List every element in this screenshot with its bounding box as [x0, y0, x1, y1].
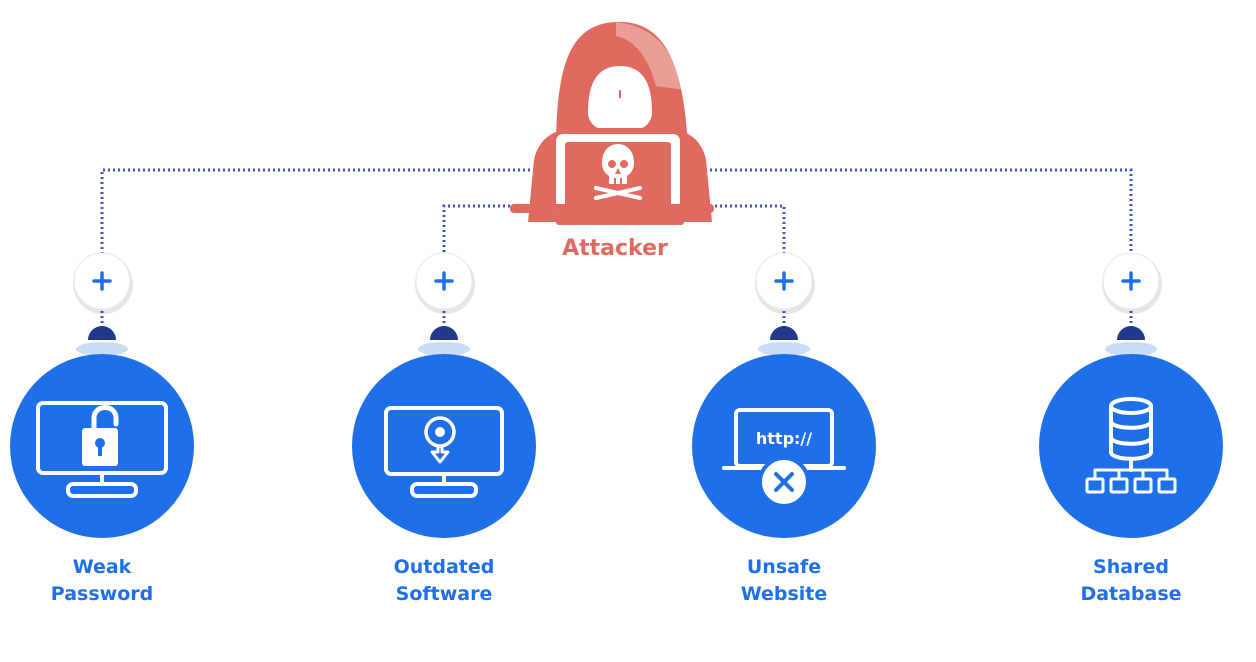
http-text: http:// — [756, 429, 812, 448]
node-label-line2: Software — [395, 583, 493, 605]
knob-halo — [758, 342, 810, 356]
node-label-line2: Website — [740, 583, 828, 605]
connector-shared-database — [700, 168, 1133, 256]
expand-button-unsafe-website[interactable] — [755, 252, 815, 314]
expand-button-outdated-software[interactable] — [415, 252, 475, 314]
node-label-line1: Unsafe — [746, 556, 822, 578]
node-label-unsafe-website: Unsafe Website — [684, 554, 884, 608]
plus-icon — [774, 271, 794, 291]
plus-icon — [1121, 271, 1141, 291]
expand-button-shared-database[interactable] — [1102, 252, 1162, 314]
node-circle — [692, 354, 876, 538]
expand-button-weak-password[interactable] — [73, 252, 133, 314]
attacker-icon — [510, 21, 714, 225]
node-label-shared-database: Shared Database — [1031, 554, 1231, 608]
connector-knob — [1117, 326, 1145, 340]
plus-icon — [434, 271, 454, 291]
node-unsafe-website: http:// — [692, 252, 876, 538]
node-label-line1: Outdated — [393, 556, 495, 578]
node-label-line2: Password — [50, 583, 154, 605]
database-network-icon — [1085, 397, 1177, 494]
connector-knob — [430, 326, 458, 340]
knob-halo — [1105, 342, 1157, 356]
node-circle — [1039, 354, 1223, 538]
unlocked-padlock-monitor-icon — [36, 401, 168, 498]
connector-unsafe-website — [710, 204, 786, 256]
node-shared-database — [1039, 252, 1223, 538]
node-weak-password — [10, 252, 194, 538]
connector-weak-password — [100, 168, 540, 256]
node-label-line1: Shared — [1093, 556, 1169, 578]
node-label-line1: Weak — [72, 556, 132, 578]
connector-outdated-software — [442, 204, 520, 256]
skull-icon — [594, 144, 642, 200]
node-outdated-software — [352, 252, 536, 538]
insecure-http-laptop-icon: http:// — [722, 408, 846, 508]
connector-knob — [770, 326, 798, 340]
knob-halo — [418, 342, 470, 356]
node-label-weak-password: Weak Password — [2, 554, 202, 608]
knob-halo — [76, 342, 128, 356]
attacker-label: Attacker — [562, 236, 668, 261]
download-update-monitor-icon — [384, 406, 504, 498]
plus-icon — [92, 271, 112, 291]
connector-knob — [88, 326, 116, 340]
node-label-outdated-software: Outdated Software — [344, 554, 544, 608]
node-label-line2: Database — [1080, 583, 1182, 605]
